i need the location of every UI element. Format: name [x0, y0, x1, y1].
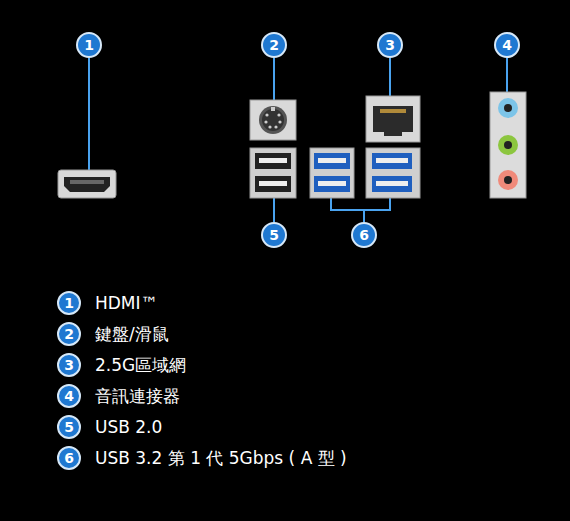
callout-circles	[58, 33, 519, 469]
callout-number: 1	[77, 33, 101, 57]
ps2-port	[250, 100, 296, 140]
callout-number: 4	[495, 33, 519, 57]
callout-number: 1	[57, 291, 81, 315]
callout-number: 5	[262, 223, 286, 247]
port-label: HDMI™	[95, 292, 158, 314]
leader-lines	[89, 58, 507, 222]
callout-number: 2	[262, 33, 286, 57]
usb3-ports-right	[366, 148, 420, 198]
callout-number: 5	[57, 415, 81, 439]
audio-jacks	[490, 92, 526, 198]
port-label: USB 3.2 第 1 代 5Gbps ( A 型 )	[95, 447, 347, 469]
callout-number: 2	[57, 322, 81, 346]
hdmi-port	[58, 170, 116, 198]
port-label: USB 2.0	[95, 416, 162, 438]
port-label: 音訊連接器	[95, 385, 180, 407]
callout-number: 3	[378, 33, 402, 57]
callout-number: 4	[57, 384, 81, 408]
callout-number: 6	[57, 446, 81, 470]
usb2-ports	[250, 148, 296, 198]
usb3-ports-left	[310, 148, 354, 198]
lan-port	[366, 96, 420, 142]
callout-number: 6	[352, 223, 376, 247]
callout-number: 3	[57, 353, 81, 377]
port-label: 2.5G區域網	[95, 354, 186, 376]
port-label: 鍵盤/滑鼠	[95, 323, 169, 345]
